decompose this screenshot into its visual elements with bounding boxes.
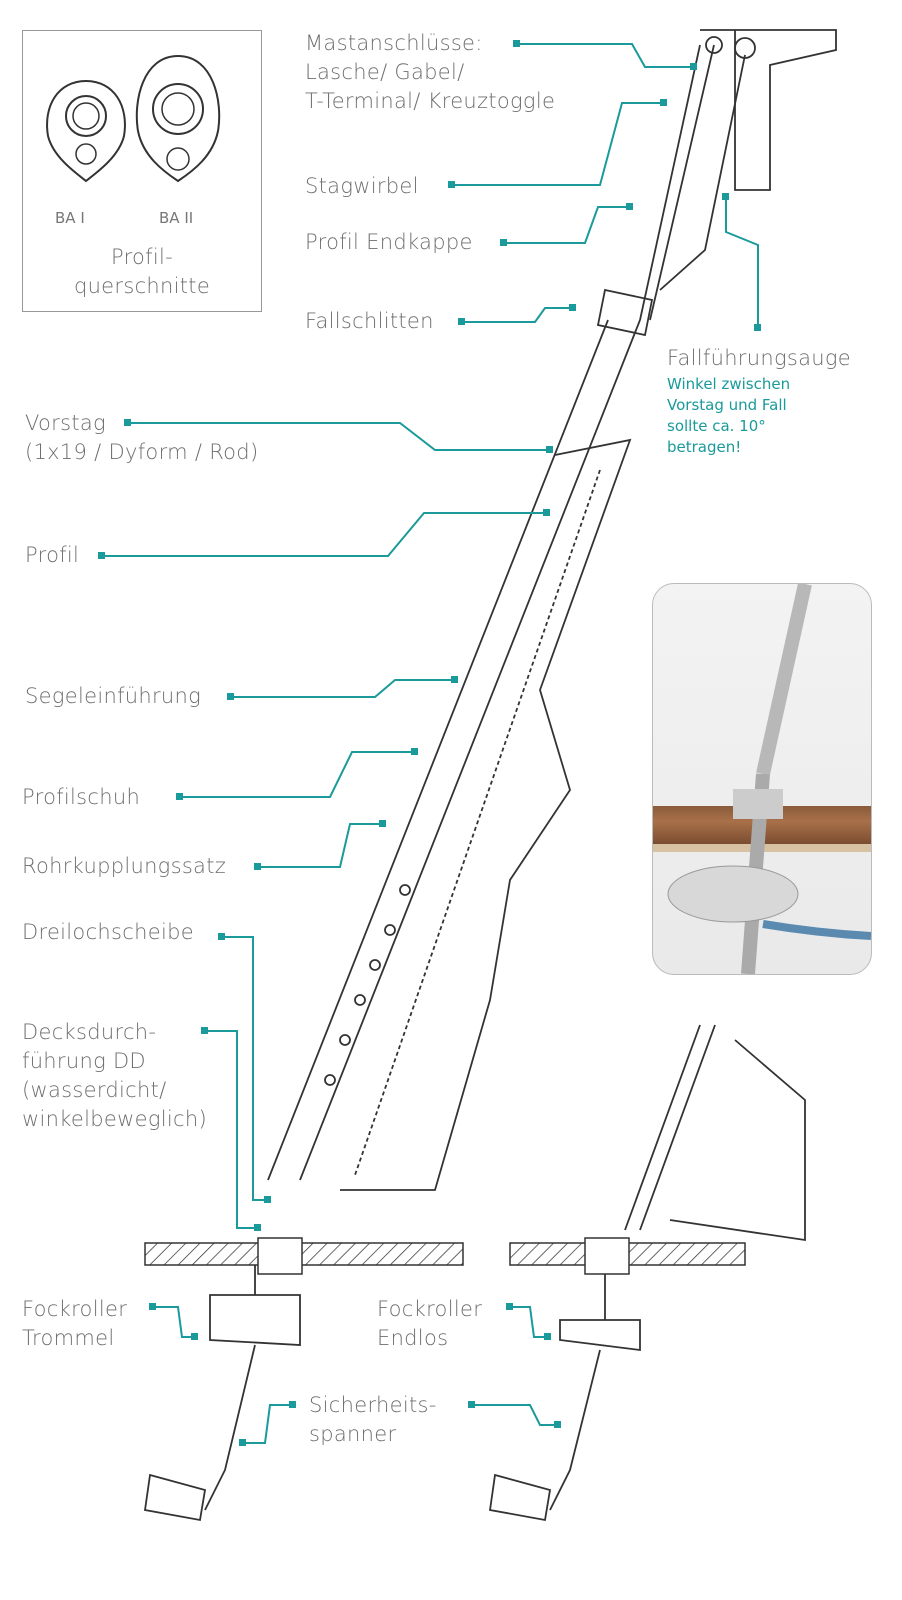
deck-left [144,1242,464,1266]
label-sicherheitsspanner: Sicherheits- spanner [309,1393,437,1446]
label-rohrkupplungssatz: Rohrkupplungssatz [22,854,227,878]
photo-hardware [667,584,871,974]
label-profil: Profil [25,543,80,567]
label-vorstag: Vorstag (1x19 / Dyform / Rod) [25,411,259,464]
leader-endpoints [98,40,761,1446]
label-decksdurchfuehrung: Decksdurch- führung DD (wasserdicht/ win… [22,1020,207,1131]
label-fallfuehrungsauge: Fallführungsauge [667,346,851,370]
ba2-label: BA II [159,209,194,227]
leader-lines [102,43,759,1444]
ba1-label: BA I [55,209,85,227]
deck-photo [652,583,872,975]
label-profil-endkappe: Profil Endkappe [305,230,473,254]
label-mastanschluesse: Mastanschlüsse: Lasche/ Gabel/ T-Termina… [305,31,556,113]
angle-note: Winkel zwischen Vorstag und Fall sollte … [667,375,791,456]
label-dreilochscheibe: Dreilochscheibe [22,920,194,944]
inset-title: Profil- querschnitte [73,245,211,298]
label-segeleinfuehrung: Segeleinführung [25,684,202,708]
label-profilschuh: Profilschuh [22,785,141,809]
cross-section-drawings [46,54,221,183]
label-stagwirbel: Stagwirbel [305,174,419,198]
profile-cross-sections-inset: BA I BA II Profil- querschnitte [22,30,262,312]
label-fockroller-endlos: Fockroller Endlos [377,1297,483,1350]
label-fockroller-trommel: Fockroller Trommel [22,1297,128,1350]
label-fallschlitten: Fallschlitten [305,309,434,333]
